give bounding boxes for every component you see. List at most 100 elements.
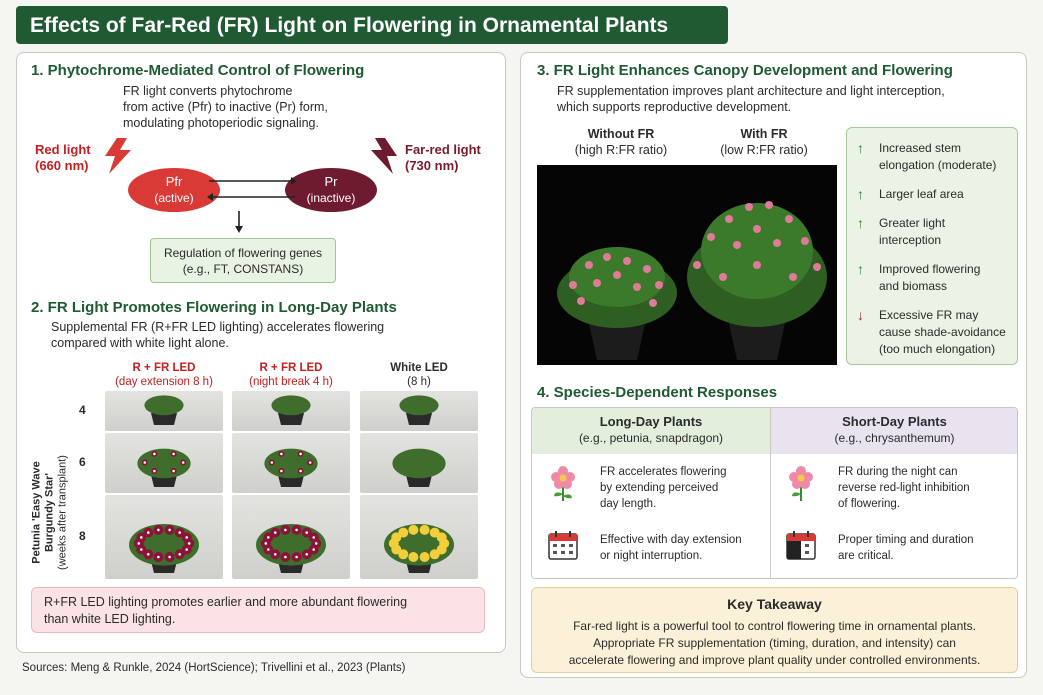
pfr-name: Pfr — [165, 174, 183, 189]
long-day-header: Long-Day Plants (e.g., petunia, snapdrag… — [532, 408, 770, 454]
desc-line: modulating photoperiodic signaling. — [123, 116, 319, 130]
column-header-white-led: White LED (8 h) — [360, 361, 478, 389]
column-sub: (night break 4 h) — [249, 376, 333, 388]
desc-line: Supplemental FR (R+FR LED lighting) acce… — [51, 320, 385, 334]
text-line: FR during the night can — [838, 466, 958, 478]
section1-title: 1. Phytochrome-Mediated Control of Flowe… — [31, 62, 365, 79]
plant-head-sub: (low R:FR ratio) — [720, 143, 808, 157]
text-line: or night interruption. — [600, 550, 703, 562]
pr-oval: Pr (inactive) — [285, 168, 377, 212]
text-line: Effective with day extension — [600, 534, 742, 546]
desc-line: compared with white light alone. — [51, 336, 229, 350]
effect-line: Greater light — [879, 216, 946, 230]
red-light-label: Red light (660 nm) — [35, 142, 91, 174]
conversion-arrows-icon — [207, 177, 297, 201]
column-head: White LED — [390, 362, 448, 374]
key-takeaway-title: Key Takeaway — [727, 596, 822, 612]
short-day-text-1: FR during the night can reverse red-ligh… — [838, 464, 970, 512]
ylabel-line: (weeks after transplant) — [56, 455, 69, 570]
text-line: Proper timing and duration — [838, 534, 974, 546]
calendar-icon — [548, 531, 578, 560]
effect-line: interception — [879, 233, 942, 247]
long-day-title: Long-Day Plants — [599, 414, 703, 429]
text-line: day length. — [600, 498, 657, 510]
desc-line: FR light converts phytochrome — [123, 84, 293, 98]
left-panel: 1. Phytochrome-Mediated Control of Flowe… — [16, 52, 506, 653]
section3-description: FR supplementation improves plant archit… — [557, 83, 945, 115]
regulation-line: Regulation of flowering genes — [163, 246, 323, 260]
column-head: R + FR LED — [132, 362, 196, 374]
petunia-photo — [360, 495, 478, 579]
petunia-photo — [105, 433, 223, 493]
week-label-4: 4 — [79, 403, 86, 417]
plant-without-fr — [557, 247, 677, 360]
pr-state: (inactive) — [306, 191, 356, 205]
fr-effects-list: ↑ Increased stem elongation (moderate) ↑… — [846, 127, 1018, 365]
desc-line: FR supplementation improves plant archit… — [557, 84, 945, 98]
flower-icon — [789, 466, 813, 501]
effect-line: Increased stem — [879, 141, 962, 155]
column-divider — [770, 408, 771, 578]
without-fr-header: Without FR (high R:FR ratio) — [551, 126, 691, 158]
column-header-day-extension: R + FR LED (day extension 8 h) — [105, 361, 223, 389]
regulation-box: Regulation of flowering genes (e.g., FT,… — [150, 238, 336, 283]
key-takeaway-box: Key Takeaway Far-red light is a powerful… — [531, 587, 1018, 673]
week-label-8: 8 — [79, 529, 86, 543]
far-red-light-name: Far-red light — [405, 142, 481, 157]
column-header-night-break: R + FR LED (night break 4 h) — [232, 361, 350, 389]
y-axis-label: Petunia 'Easy Wave Burgundy Star' (weeks… — [31, 418, 70, 608]
plant-head-title: With FR — [740, 127, 788, 141]
column-head: R + FR LED — [259, 362, 323, 374]
sources-citation: Sources: Meng & Runkle, 2024 (HortScienc… — [22, 662, 406, 674]
note-line: than white LED lighting. — [44, 612, 176, 626]
section2-description: Supplemental FR (R+FR LED lighting) acce… — [51, 319, 384, 351]
effect-line: elongation (moderate) — [879, 158, 997, 172]
column-sub: (day extension 8 h) — [115, 376, 213, 388]
petunia-photo — [360, 433, 478, 493]
text-line: by extending perceived — [600, 482, 719, 494]
long-day-examples: (e.g., petunia, snapdragon) — [578, 431, 724, 445]
note-line: R+FR LED lighting promotes earlier and m… — [44, 595, 408, 609]
text-line: are critical. — [838, 550, 894, 562]
effect-line: (too much elongation) — [879, 342, 996, 356]
plant-head-title: Without FR — [587, 127, 655, 141]
key-line: Appropriate FR supplementation (timing, … — [593, 636, 956, 650]
calendar-icon — [786, 531, 816, 560]
petunia-photo — [232, 391, 350, 431]
section1-description: FR light converts phytochrome from activ… — [123, 83, 328, 131]
effect-line: Larger leaf area — [879, 187, 964, 201]
effect-line: and biomass — [879, 279, 948, 293]
red-light-name: Red light — [35, 142, 91, 157]
effect-line: cause shade-avoidance — [879, 325, 1006, 339]
text-line: of flowering. — [838, 498, 901, 510]
short-day-examples: (e.g., chrysanthemum) — [834, 431, 955, 445]
petunia-photo — [360, 391, 478, 431]
section2-title: 2. FR Light Promotes Flowering in Long-D… — [31, 299, 397, 316]
far-red-light-wavelength: (730 nm) — [405, 158, 459, 173]
short-day-title: Short-Day Plants — [842, 414, 947, 429]
ylabel-line: Burgundy Star' — [43, 473, 56, 553]
section2-note: R+FR LED lighting promotes earlier and m… — [31, 587, 485, 633]
section4-title: 4. Species-Dependent Responses — [537, 384, 778, 401]
red-lightning-icon — [105, 138, 131, 174]
short-day-text-2: Proper timing and duration are critical. — [838, 532, 974, 564]
short-day-header: Short-Day Plants (e.g., chrysanthemum) — [770, 408, 1017, 454]
far-red-lightning-icon — [371, 138, 397, 174]
with-fr-header: With FR (low R:FR ratio) — [694, 126, 834, 158]
long-day-text-1: FR accelerates flowering by extending pe… — [600, 464, 727, 512]
flower-icon — [551, 466, 575, 501]
canopy-comparison-photo — [537, 165, 837, 365]
down-arrow-icon: ↓ — [857, 307, 864, 323]
up-arrow-icon: ↑ — [857, 215, 864, 231]
pfr-state: (active) — [154, 191, 194, 205]
up-arrow-icon: ↑ — [857, 140, 864, 156]
pfr-oval: Pfr (active) — [128, 168, 220, 212]
canopy-plants-image — [557, 201, 827, 360]
column-sub: (8 h) — [407, 376, 431, 388]
desc-line: which supports reproductive development. — [557, 100, 792, 114]
text-line: FR accelerates flowering — [600, 466, 727, 478]
red-light-wavelength: (660 nm) — [35, 158, 89, 173]
up-arrow-icon: ↑ — [857, 186, 864, 202]
page-title: Effects of Far-Red (FR) Light on Floweri… — [16, 6, 728, 44]
right-panel: 3. FR Light Enhances Canopy Development … — [520, 52, 1027, 678]
